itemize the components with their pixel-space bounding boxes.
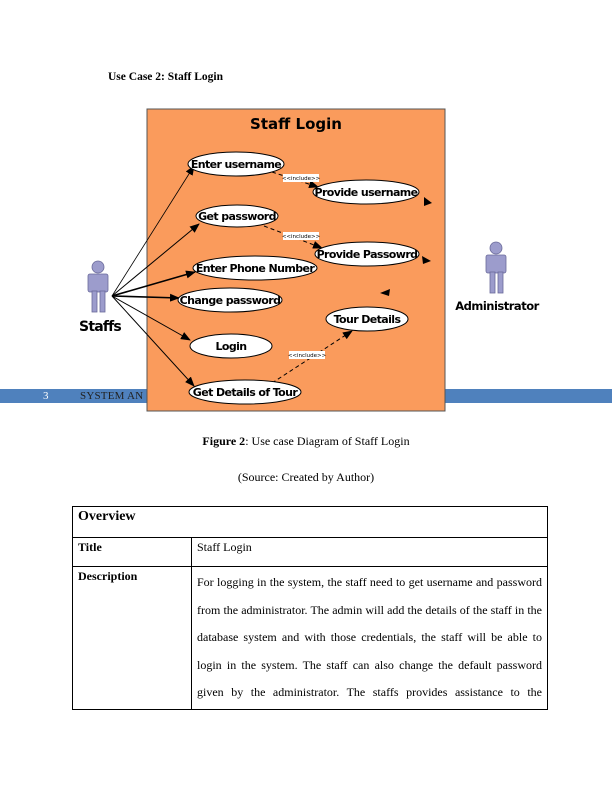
use-case-provide-password-label: Provide Passowrd — [317, 248, 418, 261]
table-row: Title Staff Login — [72, 537, 548, 567]
system-title: Staff Login — [250, 115, 342, 133]
staff-actor-label: Staffs — [79, 319, 121, 335]
figure-caption-label: Figure 2 — [202, 434, 246, 448]
use-case-login — [189, 333, 273, 359]
administrator-actor-icon — [485, 241, 507, 294]
description-label: Description — [72, 566, 192, 710]
title-value: Staff Login — [191, 537, 548, 567]
figure-caption-text: : Use case Diagram of Staff Login — [245, 434, 410, 448]
use-case-get-details-of-tour-label: Get Details of Tour — [193, 386, 299, 399]
title-label: Title — [72, 537, 192, 567]
use-case-enter-username-label: Enter username — [191, 158, 281, 171]
use-case-diagram: Staff Login Staffs Administrator <<inclu… — [79, 108, 540, 412]
use-case-enter-phone-number-label: Enter Phone Number — [196, 262, 316, 275]
use-case-provide-password — [314, 241, 420, 267]
section-heading: Use Case 2: Staff Login — [108, 71, 223, 83]
description-value: For logging in the system, the staff nee… — [191, 566, 548, 710]
use-case-change-password-label: Change password — [180, 294, 281, 307]
figure-caption: Figure 2: Use case Diagram of Staff Logi… — [0, 434, 612, 449]
use-case-provide-username — [312, 179, 420, 205]
include-label: <<include>> — [288, 353, 327, 359]
admin-arrowheads — [380, 197, 432, 296]
use-case-enter-username — [187, 151, 285, 177]
administrator-actor-label: Administrator — [455, 299, 539, 313]
staff-actor-icon — [87, 260, 109, 313]
include-label: <<include>> — [282, 176, 321, 182]
include-label: <<include>> — [282, 234, 321, 240]
use-case-provide-username-label: Provide username — [315, 186, 418, 199]
overview-header: Overview — [72, 506, 548, 538]
use-case-change-password — [177, 287, 283, 313]
use-case-tour-details-label: Tour Details — [334, 313, 402, 326]
use-case-get-password — [195, 204, 279, 228]
use-case-get-details-of-tour — [188, 379, 302, 405]
overview-table: Overview Title Staff Login Description F… — [72, 506, 548, 710]
footer-title: SYSTEM AN — [80, 390, 144, 402]
use-case-enter-phone-number — [192, 255, 318, 281]
use-case-get-password-label: Get password — [198, 210, 276, 223]
source-caption: (Source: Created by Author) — [237, 470, 375, 484]
use-case-login-label: Login — [215, 340, 246, 353]
use-case-tour-details — [325, 306, 409, 332]
association-lines — [111, 165, 200, 387]
table-row: Description For logging in the system, t… — [72, 566, 548, 710]
page-number: 3 — [43, 390, 49, 402]
